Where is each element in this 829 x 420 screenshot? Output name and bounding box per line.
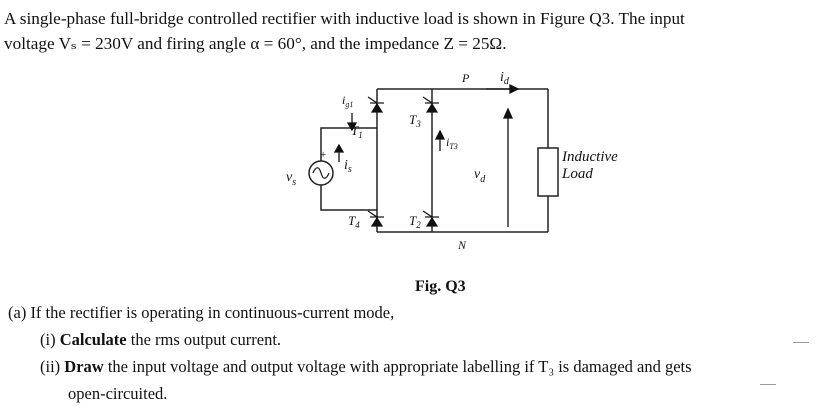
figure-caption: Fig. Q3 (415, 278, 466, 295)
is-arrow-icon (333, 143, 345, 162)
faint-mark-2 (760, 384, 776, 385)
thyristor-t1 (367, 96, 384, 113)
thyristor-t3 (422, 96, 439, 113)
question-a: (a) If the rectifier is operating in con… (8, 303, 395, 322)
t3-label: T3 (409, 112, 421, 129)
source-bottom-wire (320, 185, 377, 211)
thyristors (367, 96, 439, 227)
question-a-i-verb: Calculate (59, 330, 127, 349)
it3-label: iT3 (446, 135, 458, 151)
node-n-label: N (457, 238, 467, 252)
question-a-ii-continuation: open-circuited. (68, 384, 168, 403)
id-label: id (500, 70, 510, 87)
question-a-ii-text: the input voltage and output voltage wit… (107, 357, 692, 376)
plus-polarity-label: + (320, 149, 326, 161)
circuit-wires (320, 88, 549, 233)
question-a-i-number: (i) (40, 330, 56, 349)
load-label-line1: Inductive (561, 149, 618, 165)
current-arrows (333, 83, 520, 227)
it3-arrow-icon (434, 129, 446, 151)
source-top-wire (320, 127, 377, 161)
vd-arrow-icon (502, 107, 514, 227)
t2-label: T2 (409, 213, 421, 230)
problem-statement: A single-phase full-bridge controlled re… (4, 6, 826, 56)
question-a-i: (i) Calculate the rms output current. (40, 330, 281, 350)
node-p-label: P (461, 71, 470, 85)
problem-line-2: voltage Vₛ = 230V and firing angle α = 6… (4, 34, 507, 53)
question-a-ii-verb: Draw (64, 357, 104, 376)
question-a-ii-number: (ii) (40, 357, 61, 376)
problem-line-1: A single-phase full-bridge controlled re… (4, 9, 685, 28)
is-label: is (344, 158, 352, 175)
question-a-i-text: the rms output current. (130, 330, 282, 349)
id-arrow-icon (486, 83, 520, 95)
inductive-load-box (537, 147, 559, 197)
question-a-ii: (ii) Draw the input voltage and output v… (40, 357, 692, 377)
ac-source-icon (308, 160, 334, 186)
load-label-line2: Load (561, 166, 593, 182)
t4-label: T4 (348, 213, 360, 230)
thyristor-t4 (367, 210, 384, 227)
ig1-arrow-icon (346, 113, 358, 132)
faint-mark-1 (793, 342, 809, 343)
ig1-label: ig1 (342, 93, 353, 109)
vd-label: vd (474, 167, 486, 185)
t1-label: T1 (351, 123, 363, 140)
thyristor-t2 (422, 210, 439, 227)
vs-label: vs (286, 170, 296, 188)
